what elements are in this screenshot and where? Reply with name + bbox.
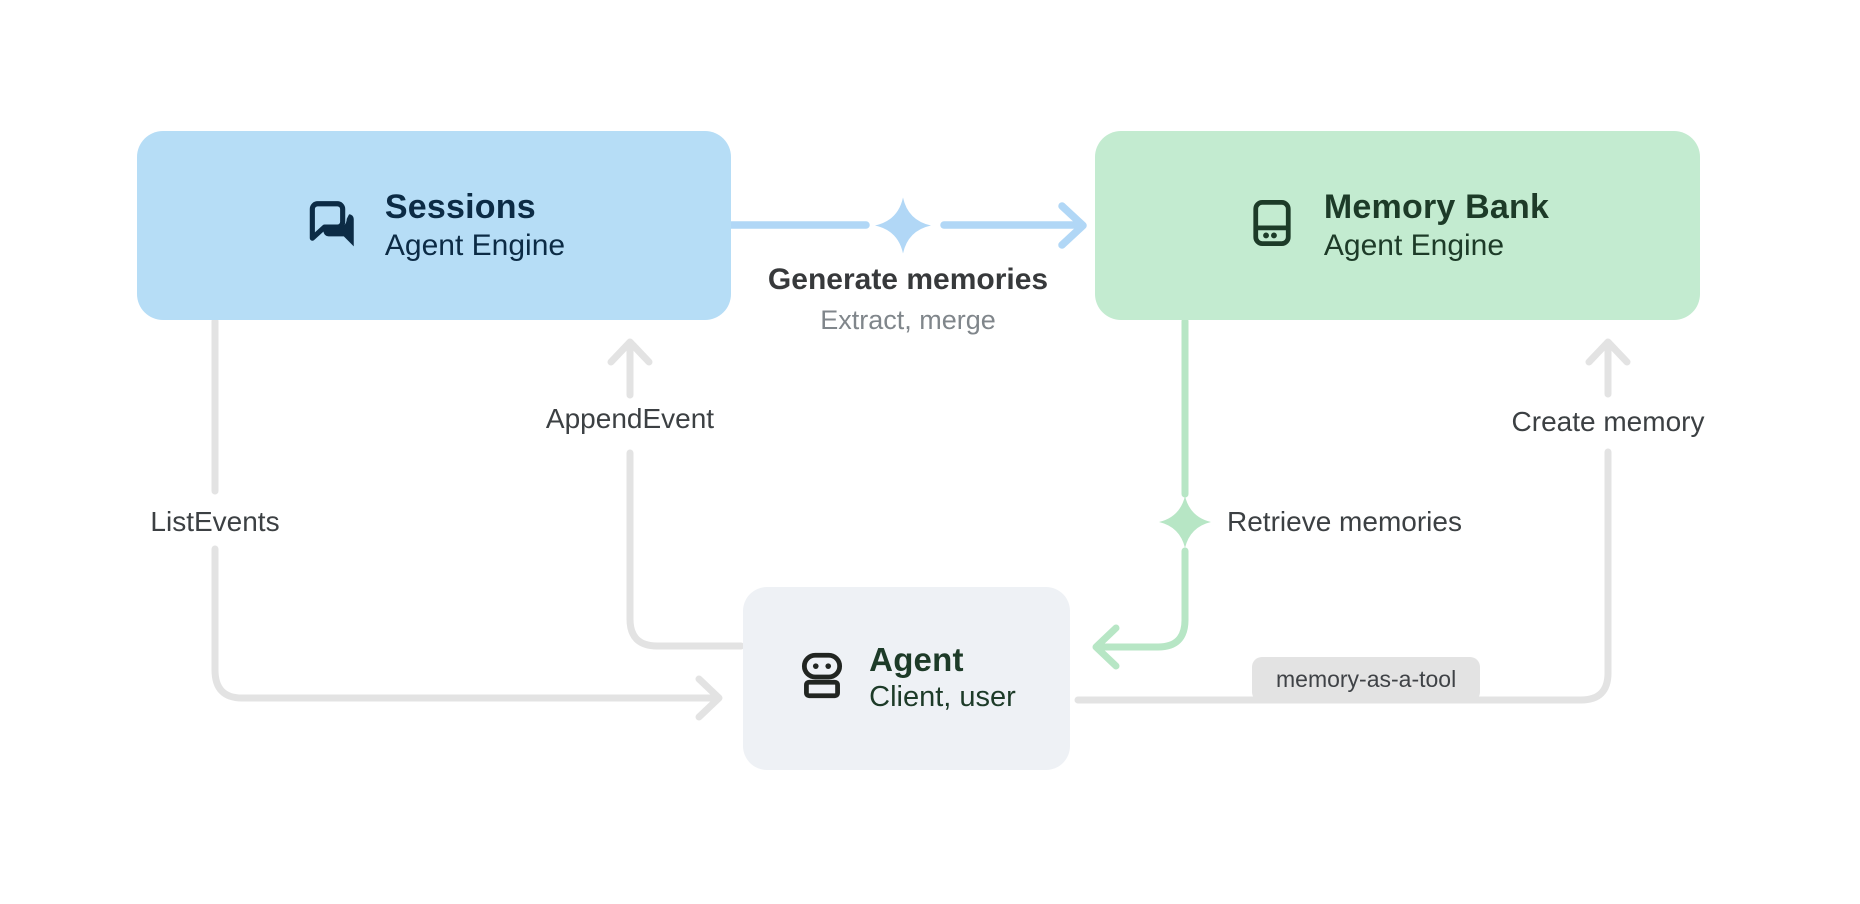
edge-label-list-events: ListEvents [150,506,280,537]
append-event-arrowhead [607,338,653,366]
memory-bank-node: Memory Bank Agent Engine [1095,131,1700,320]
sessions-node: Sessions Agent Engine [137,131,731,320]
edge-label-append-event: AppendEvent [545,403,715,434]
agent-subtitle: Client, user [869,681,1016,713]
edge-label-create-memory: Create memory [1511,406,1705,437]
sessions-title: Sessions [384,187,536,226]
edge-sublabel-extract-merge: Extract, merge [820,305,996,335]
storage-icon [1246,197,1298,254]
list-events-line-bottom [211,545,718,702]
retrieve-memories-spark-icon [1159,496,1211,548]
agent-title: Agent [869,641,964,678]
append-event-line-bottom [626,449,745,650]
generate-memories-arrowhead [1058,202,1087,249]
agent-node: Agent Client, user [743,587,1070,770]
list-events-arrowhead [695,675,723,721]
robot-icon [797,649,847,708]
forum-icon [303,195,359,256]
create-memory-arrowhead [1585,338,1631,366]
create-memory-line-bottom [1074,448,1612,704]
retrieve-memories-line-bottom [1096,547,1189,651]
memory-bank-title: Memory Bank [1323,187,1550,226]
memory-as-a-tool-label: memory-as-a-tool [1276,666,1457,692]
edge-label-generate-memories: Generate memories [767,263,1049,296]
edge-label-retrieve-memories: Retrieve memories [1227,506,1462,537]
memory-bank-subtitle: Agent Engine [1323,228,1505,262]
generate-memories-spark-icon [875,197,931,254]
memory-as-a-tool-badge: memory-as-a-tool [1252,657,1481,702]
retrieve-memories-arrowhead [1092,624,1120,670]
sessions-subtitle: Agent Engine [384,228,566,262]
